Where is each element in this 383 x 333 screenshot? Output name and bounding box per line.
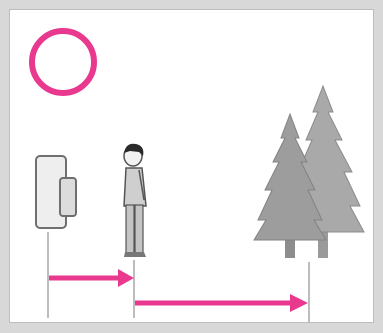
ok-circle-icon — [32, 31, 94, 93]
camera-icon — [36, 156, 76, 228]
arrow-camera-to-person — [49, 269, 134, 287]
trees-icon — [254, 86, 364, 258]
arrow-person-to-trees — [135, 294, 308, 312]
person-icon — [124, 144, 146, 257]
